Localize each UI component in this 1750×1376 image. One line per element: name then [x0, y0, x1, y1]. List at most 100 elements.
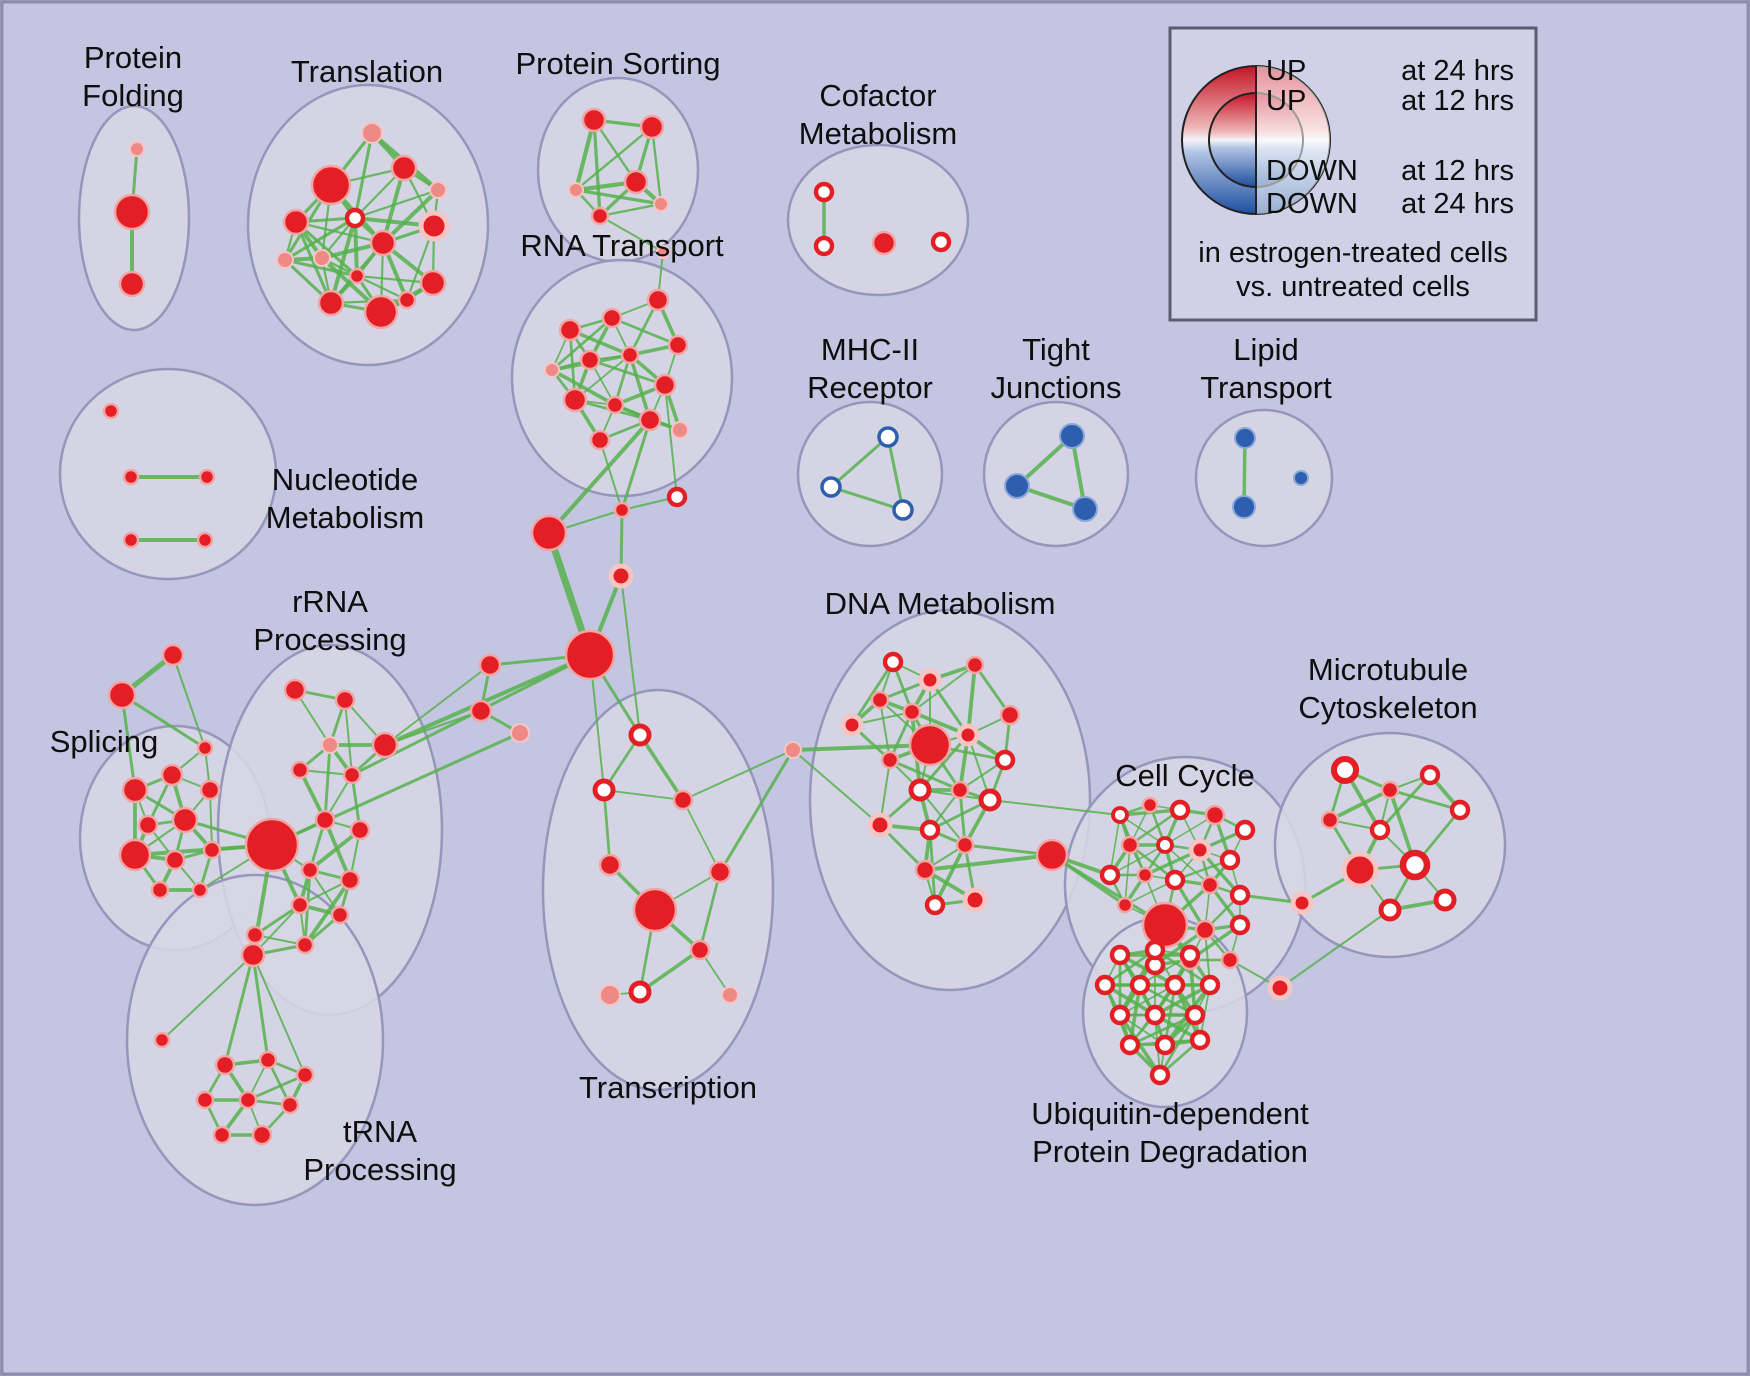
edge: [161, 954, 254, 1041]
node-mhc-ii-receptor-2: [892, 499, 914, 521]
node-rna-transport-0: [558, 318, 582, 342]
node-rrna-processing-13: [295, 935, 315, 955]
node-cell-cycle-6: [1156, 836, 1174, 854]
edge: [603, 789, 684, 801]
node-trna-processing-3: [258, 1050, 278, 1070]
node-trna-processing-0: [240, 942, 266, 968]
edge: [850, 660, 895, 727]
label-cell-cycle: Cell Cycle: [1115, 758, 1255, 793]
node-cell-cycle-8: [1219, 849, 1241, 871]
node-ubiquitin-4: [1129, 974, 1151, 996]
node-translation-7: [418, 210, 450, 242]
edge: [911, 664, 976, 713]
node-microtubule-cytoskeleton-7: [1399, 849, 1431, 881]
node-dna-metabolism-8: [956, 723, 980, 747]
node-layer: [102, 107, 1471, 1146]
legend-row-direction-3: DOWN: [1266, 188, 1358, 220]
node-cell-cycle-12: [1200, 875, 1220, 895]
node-mhc-ii-receptor-1: [820, 476, 842, 498]
node-microtubule-cytoskeleton-2: [1419, 764, 1441, 786]
label-rna-transport: RNA Transport: [520, 228, 724, 263]
node-rna-transport-10: [589, 429, 611, 451]
node-rrna-processing-2: [371, 731, 399, 759]
node-trna-processing-7: [280, 1095, 300, 1115]
edge: [323, 743, 332, 822]
node-rna-transport-4: [579, 349, 601, 371]
edge: [592, 118, 638, 184]
node-rrna-processing-1: [334, 689, 356, 711]
node-translation-11: [429, 181, 447, 199]
edge: [283, 258, 359, 278]
node-ubiquitin-1: [1144, 939, 1166, 961]
edge: [610, 316, 680, 347]
node-rna-transport-6: [653, 373, 677, 397]
node-translation-3: [282, 208, 310, 236]
node-microtubule-cytoskeleton-8: [1433, 888, 1457, 912]
edge: [1128, 1013, 1197, 1047]
node-cofactor-metabolism-3: [930, 231, 952, 253]
edge: [1328, 788, 1392, 822]
node-dna-metabolism-2: [918, 668, 942, 692]
node-protein-sorting-5: [653, 196, 669, 212]
node-dna-metabolism-5: [870, 690, 890, 710]
node-microtubule-cytoskeleton-0: [1330, 755, 1360, 785]
edge: [283, 216, 357, 262]
node-tight-junctions-0: [1059, 423, 1085, 449]
node-connectors-4: [564, 629, 616, 681]
node-transcription-8: [628, 980, 652, 1004]
node-translation-9: [363, 294, 399, 330]
legend-row-direction-0: UP: [1266, 55, 1306, 87]
link-edge: [384, 664, 491, 746]
node-trna-processing-6: [238, 1090, 258, 1110]
link-edge: [620, 418, 652, 512]
node-connectors-2: [666, 486, 688, 508]
link-edge: [923, 853, 1054, 872]
node-ubiquitin-5: [1164, 974, 1186, 996]
node-cell-cycle-0: [1111, 806, 1129, 824]
node-splicing-6: [164, 849, 186, 871]
node-cell-cycle-13: [1229, 884, 1251, 906]
node-splicing-5: [118, 838, 152, 872]
link-edge: [792, 749, 881, 826]
node-translation-14: [397, 290, 417, 310]
node-connectors-14: [196, 739, 214, 757]
edge: [1153, 983, 1212, 1017]
legend-caption-line-0: in estrogen-treated cells: [1198, 237, 1508, 269]
node-dna-metabolism-6: [902, 702, 922, 722]
node-cell-cycle-2: [1169, 799, 1191, 821]
edge: [353, 188, 440, 220]
link-edge: [718, 748, 795, 874]
edge: [628, 353, 652, 422]
node-rna-transport-8: [605, 395, 625, 415]
node-rna-transport-3: [667, 334, 689, 356]
edge: [638, 733, 685, 802]
node-nucleotide-metabolism-4: [196, 531, 214, 549]
node-splicing-8: [150, 880, 170, 900]
node-trna-processing-8: [212, 1125, 232, 1145]
node-connectors-5: [478, 653, 502, 677]
node-ubiquitin-6: [1199, 974, 1221, 996]
legend-row-time-3: at 24 hrs: [1401, 188, 1514, 220]
node-translation-4: [344, 207, 366, 229]
link-edge: [547, 418, 652, 535]
node-cell-cycle-15: [1194, 919, 1216, 941]
node-ubiquitin-0: [1109, 944, 1131, 966]
node-translation-13: [348, 267, 366, 285]
node-transcription-6: [689, 939, 711, 961]
node-rrna-processing-8: [349, 819, 371, 841]
node-ubiquitin-10: [1119, 1034, 1141, 1056]
node-splicing-0: [121, 776, 149, 804]
node-lipid-transport-1: [1232, 495, 1256, 519]
node-transcription-9: [721, 986, 739, 1004]
node-connectors-3: [608, 563, 634, 589]
node-rna-transport-2: [646, 288, 670, 312]
